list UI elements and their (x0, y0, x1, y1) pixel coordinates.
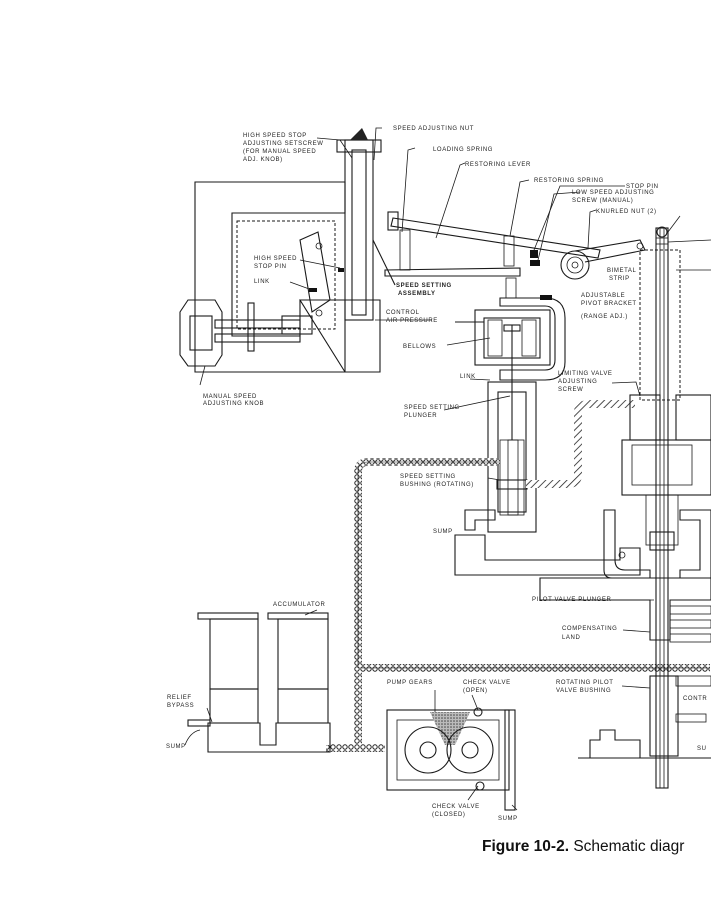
label-pump-gears: PUMP GEARS (387, 680, 433, 686)
pilot-spring (631, 444, 693, 546)
label-stop-pin: STOP PIN (626, 184, 659, 190)
label-limiting-valve-adj-screw: LIMITING VALVE ADJUSTING SCREW (558, 371, 615, 393)
label-link-lower: LINK (460, 374, 476, 380)
label-restoring-spring: RESTORING SPRING (534, 178, 604, 184)
label-link-upper: LINK (254, 279, 270, 285)
label-speed-adjusting-nut: SPEED ADJUSTING NUT (393, 126, 474, 132)
label-high-speed-stop-adj: HIGH SPEED STOP ADJUSTING SETSCREW (FOR … (243, 133, 326, 163)
label-adjustable-pivot-bracket: ADJUSTABLE PIVOT BRACKET (RANGE ADJ.) (581, 293, 639, 320)
label-rotating-pilot-valve-bushing: ROTATING PILOT VALVE BUSHING (556, 680, 616, 694)
label-sump-upper: SUMP (433, 529, 453, 535)
label-manual-speed-adj-knob: MANUAL SPEED ADJUSTING KNOB (203, 394, 264, 407)
label-speed-setting-bushing: SPEED SETTING BUSHING (ROTATING) (400, 474, 474, 488)
label-knurled-nut: KNURLED NUT (2) (596, 209, 657, 215)
label-bellows: BELLOWS (403, 344, 436, 350)
restoring-lever-assembly (372, 211, 646, 286)
label-restoring-lever: RESTORING LEVER (465, 162, 531, 168)
labels: HIGH SPEED STOP ADJUSTING SETSCREW (FOR … (166, 126, 707, 822)
label-sump-bottom: SUMP (498, 816, 518, 822)
pilot-valve-column (539, 226, 711, 789)
label-accumulator: ACCUMULATOR (273, 602, 325, 608)
label-bimetal-strip: BIMETAL STRIP (607, 268, 639, 282)
label-loading-spring: LOADING SPRING (433, 147, 493, 153)
accumulator (187, 612, 331, 753)
label-check-valve-closed: CHECK VALVE (CLOSED) (432, 804, 482, 818)
label-pilot-valve-plunger: PILOT VALVE PLUNGER (532, 597, 611, 603)
figure-caption-text: Schematic diagr (573, 838, 685, 855)
leader-lines (184, 127, 711, 811)
gear-pump (386, 707, 516, 811)
bellows-assembly (455, 277, 566, 440)
speed-setting-plunger-column (454, 381, 641, 576)
figure-number: Figure 10-2. (482, 838, 569, 855)
label-compensating-land: COMPENSATING LAND (562, 626, 620, 641)
label-speed-setting-assembly: SPEED SETTING ASSEMBLY (396, 283, 454, 297)
label-low-speed-adj-screw: LOW SPEED ADJUSTING SCREW (MANUAL) (572, 190, 657, 204)
figure-caption: Figure 10-2. Schematic diagr (482, 838, 684, 856)
label-sump-right-partial: SU (697, 746, 707, 752)
label-control-partial: CONTR (683, 696, 707, 702)
label-sump-left: SUMP (166, 744, 186, 750)
label-check-valve-open: CHECK VALVE (OPEN) (463, 680, 513, 694)
oil-passages (326, 400, 710, 752)
label-high-speed-stop-pin: HIGH SPEED STOP PIN (254, 256, 299, 270)
label-relief-bypass: RELIEF BYPASS (167, 695, 194, 709)
label-speed-setting-plunger: SPEED SETTING PLUNGER (404, 405, 462, 419)
speed-setting-housing (179, 128, 382, 373)
label-control-air-pressure: CONTROL AIR PRESSURE (386, 310, 438, 324)
